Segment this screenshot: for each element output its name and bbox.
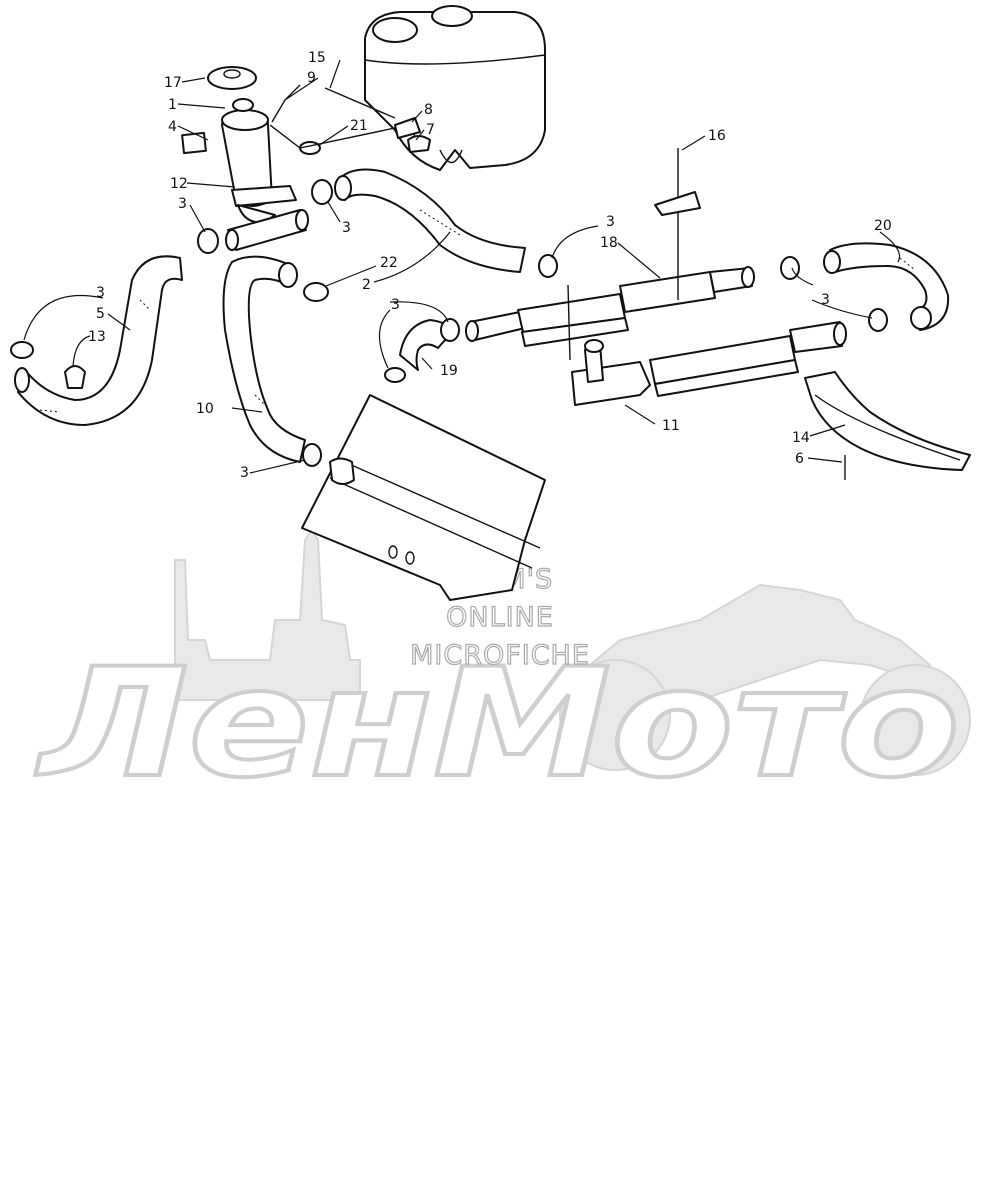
hose-left (14, 255, 183, 426)
hose-clamps (10, 141, 888, 467)
elbow-fitting (571, 339, 651, 406)
watermark: ЛенМото HLSM'S ONLINE MICROFICHE (33, 528, 971, 813)
radiator-panel (301, 394, 546, 601)
hose-clamp (311, 179, 333, 205)
callout-3-c: 3 (606, 214, 615, 230)
watermark-rear-wheel (859, 664, 971, 776)
callout-2: 2 (362, 277, 371, 293)
callout-13: 13 (88, 329, 106, 345)
hose-clamp (10, 341, 34, 359)
callout-15: 15 (308, 50, 326, 66)
callout-5: 5 (96, 306, 105, 322)
callout-3-g: 3 (96, 285, 105, 301)
watermark-line-3: MICROFICHE (410, 640, 590, 671)
callout-10: 10 (196, 401, 214, 417)
hose-clamp (538, 254, 558, 278)
callout-3-d: 3 (821, 292, 830, 308)
callout-14: 14 (792, 430, 810, 446)
callout-12: 12 (170, 176, 188, 192)
overflow-hose-and-hardware (269, 84, 846, 480)
callout-20: 20 (874, 218, 892, 234)
callout-16: 16 (708, 128, 726, 144)
clamp-13 (64, 365, 86, 389)
callout-3-f: 3 (240, 465, 249, 481)
callout-11: 11 (662, 418, 680, 434)
callout-3-b: 3 (342, 220, 351, 236)
radiator-cap (207, 66, 257, 90)
callout-3-a: 3 (178, 196, 187, 212)
hose-right (823, 242, 950, 331)
filler-neck-tank (221, 98, 297, 224)
skid-plate (804, 371, 971, 471)
callout-18: 18 (600, 235, 618, 251)
callout-6: 6 (795, 451, 804, 467)
coolant-reservoir-tank (364, 5, 546, 171)
watermark-logo-text: ЛенМото (35, 637, 960, 811)
callout-7: 7 (426, 122, 435, 138)
hose-short-bend (399, 319, 453, 371)
callout-3-e: 3 (391, 297, 400, 313)
leader-lines (23, 59, 901, 474)
callout-8: 8 (424, 102, 433, 118)
decal-label (181, 131, 207, 155)
callout-9: 9 (307, 70, 316, 86)
hose-clamp (384, 367, 406, 383)
watermark-line-2: ONLINE (446, 602, 554, 633)
watermark-front-wheel (559, 659, 671, 771)
callout-4: 4 (168, 119, 177, 135)
outlet-tee-fitting (225, 209, 309, 251)
hose-clamp (197, 228, 219, 254)
heat-exchanger-rear (649, 321, 847, 397)
callout-22: 22 (380, 255, 398, 271)
hose-clamp (440, 318, 460, 342)
hose-clamp (302, 443, 322, 467)
callout-19: 19 (440, 363, 458, 379)
hose-center-vertical (222, 255, 306, 463)
watermark-cathedral-silhouette (174, 528, 361, 701)
hose-clamp (868, 308, 888, 332)
callout-21: 21 (350, 118, 368, 134)
callout-1: 1 (168, 97, 177, 113)
callout-17: 17 (164, 75, 182, 91)
heat-exchanger-front (465, 266, 755, 347)
hose-clamp-22 (303, 282, 329, 302)
callout-labels: 17 1 4 12 3 15 9 21 8 7 3 22 2 16 3 18 2… (88, 50, 892, 481)
hose-upper (334, 168, 526, 273)
